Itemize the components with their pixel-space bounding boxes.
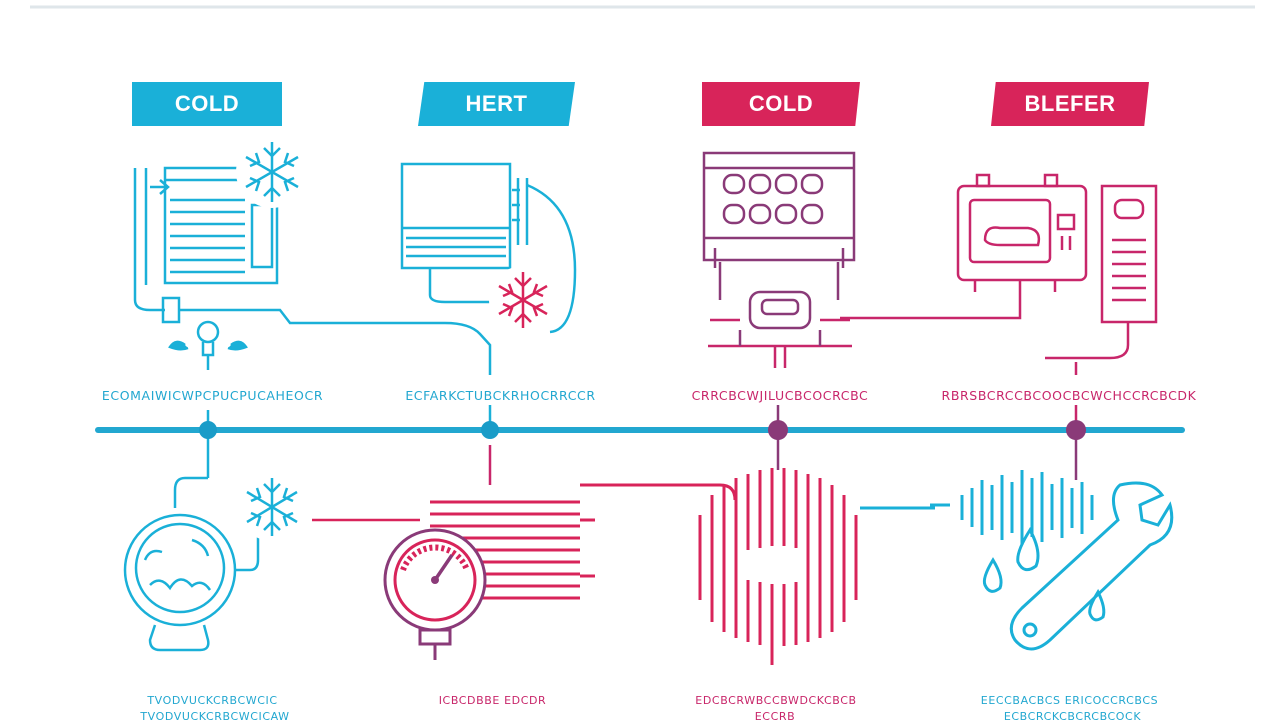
- control-panel-icon: [702, 151, 856, 300]
- compressor-dome-icon: [123, 476, 420, 652]
- stage-4-tag: BLEFER: [991, 82, 1149, 126]
- snowflake-icon: [236, 136, 308, 208]
- stage-1-bottom-caption: TVODVUCKCRBCWCIC: [147, 694, 278, 707]
- stage-2-tag: HERT: [418, 82, 575, 126]
- oven-unit-icon: [840, 173, 1088, 320]
- stage-4-bottom-caption-2: ECBCRCKCBCRCBCOCK: [1003, 710, 1142, 720]
- timeline-node: [1066, 420, 1086, 440]
- snowflake-icon: [489, 266, 557, 334]
- stage-4-bottom-caption: EECCBACBCS ERICOCCRCBCS: [980, 694, 1159, 707]
- stage-2-bottom-caption: ICBCDBBE EDCDR: [438, 694, 547, 707]
- snowflake-icon: [238, 473, 306, 541]
- timeline-node: [768, 420, 788, 440]
- fan-icon: [168, 320, 248, 370]
- timeline-node: [481, 421, 499, 439]
- timeline-node: [199, 421, 217, 439]
- sound-wave-icon: [930, 470, 1094, 545]
- stage-3-bottom-caption-2: ECCRB: [754, 710, 796, 720]
- stage-1-tag: COLD: [132, 82, 282, 126]
- cabinet-icon: [1045, 184, 1158, 360]
- stage-4-caption: RBRSBCRCCBCOOCBCWCHCCRCBCDK: [941, 388, 1197, 403]
- stage-3-tag: COLD: [702, 82, 860, 126]
- timeline-connectors: [206, 362, 1078, 485]
- monitor-unit-icon: [400, 162, 577, 375]
- stage-1-caption: ECOMAIWICWPCPUCPUCAHEOCR: [101, 388, 324, 403]
- stage-2-caption: ECFARKCTUBCKRHOCRRCCR: [405, 388, 596, 403]
- wrench-icon: [1009, 481, 1174, 651]
- window-unit-icon: [133, 166, 445, 325]
- stage-1-bottom-caption-2: TVODVUCKCRBCWCICAW: [140, 710, 290, 720]
- valve-icon: [708, 290, 852, 368]
- coil-disc-icon: [698, 468, 935, 665]
- water-drop-icon: [982, 527, 1106, 622]
- pressure-gauge-icon: [383, 528, 487, 660]
- stage-3-bottom-caption: EDCBCRWBCCBWDCKCBCB: [695, 694, 857, 707]
- stage-3-caption: CRRCBCWJILUCBCOCRCBC: [691, 388, 869, 403]
